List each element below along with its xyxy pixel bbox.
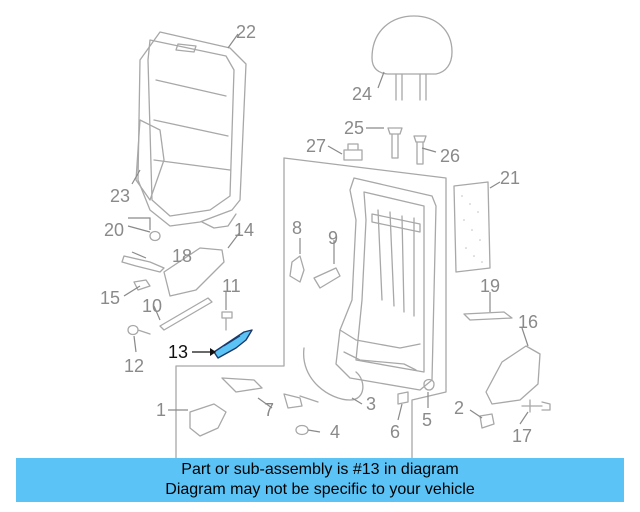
callout-11: 11 xyxy=(222,276,241,296)
seat-belt-strap xyxy=(121,255,165,273)
callout-12: 12 xyxy=(124,356,144,376)
callout-24: 24 xyxy=(352,84,372,104)
lever-bar xyxy=(159,297,213,331)
callout-5: 5 xyxy=(422,410,432,430)
callout-14: 14 xyxy=(234,220,254,240)
callout-9: 9 xyxy=(328,228,338,248)
grommet xyxy=(423,378,435,391)
callout-19: 19 xyxy=(480,276,500,296)
nut xyxy=(127,324,151,336)
callout-6: 6 xyxy=(390,422,400,442)
clip-small xyxy=(397,391,409,405)
callout-10: 10 xyxy=(142,296,162,316)
headrest-guides xyxy=(387,127,427,165)
info-banner: Part or sub-assembly is #13 in diagram D… xyxy=(16,458,624,502)
screw xyxy=(221,311,233,331)
callout-26: 26 xyxy=(440,146,460,166)
callout-16: 16 xyxy=(518,312,538,332)
callout-22: 22 xyxy=(236,22,256,42)
callout-labels: 1 2 3 4 5 6 7 8 9 10 11 12 13 14 15 16 1… xyxy=(100,22,538,446)
callout-25: 25 xyxy=(344,118,364,138)
callout-23: 23 xyxy=(110,186,130,206)
leader-lines xyxy=(123,33,529,433)
callout-18: 18 xyxy=(172,246,192,266)
banner-line-1: Part or sub-assembly is #13 in diagram xyxy=(181,461,459,478)
clip xyxy=(343,143,363,161)
trim-strip xyxy=(463,311,513,321)
callout-27: 27 xyxy=(306,136,326,156)
handle xyxy=(313,267,341,289)
pad-texture xyxy=(461,195,483,263)
recliner-cover xyxy=(163,247,225,297)
callout-4: 4 xyxy=(330,422,340,442)
pad xyxy=(453,181,491,273)
callout-7: 7 xyxy=(264,400,274,420)
highlighted-part-13[interactable] xyxy=(213,329,253,359)
callout-1: 1 xyxy=(156,400,166,420)
nut-fastener xyxy=(479,413,495,429)
release-cable xyxy=(299,347,364,403)
callout-21: 21 xyxy=(500,168,520,188)
callout-17: 17 xyxy=(512,426,532,446)
side-cover xyxy=(485,345,541,405)
lock-mechanism xyxy=(189,403,227,437)
lever xyxy=(221,377,263,393)
seat-back-cushion xyxy=(135,31,247,229)
banner-line-2: Diagram may not be specific to your vehi… xyxy=(165,481,475,498)
knob xyxy=(149,230,161,242)
callout-13: 13 xyxy=(168,342,188,362)
bolt-fastener xyxy=(521,399,551,413)
callout-2: 2 xyxy=(454,398,464,418)
callout-8: 8 xyxy=(292,218,302,238)
headrest xyxy=(371,15,453,101)
frame-assembly-box xyxy=(175,157,447,459)
actuator xyxy=(283,393,303,409)
callout-15: 15 xyxy=(100,288,120,308)
bushing xyxy=(295,424,309,436)
callout-20: 20 xyxy=(104,220,124,240)
bolt xyxy=(133,279,151,291)
callout-3: 3 xyxy=(366,394,376,414)
trim-piece xyxy=(289,255,305,283)
seat-back-frame xyxy=(335,177,437,391)
